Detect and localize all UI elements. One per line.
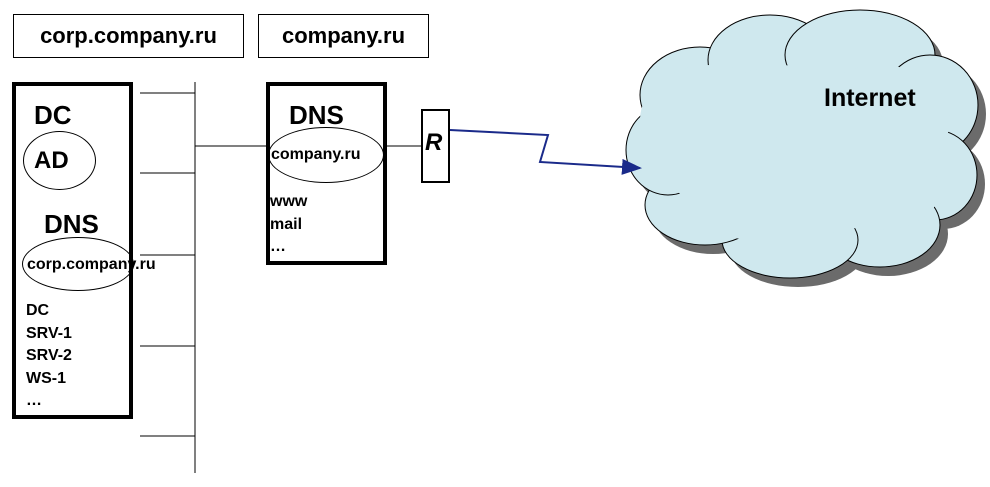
external-domain-label: company.ru	[258, 14, 429, 58]
wan-link	[449, 129, 642, 175]
internet-cloud-core	[640, 65, 950, 240]
router-box	[421, 109, 450, 183]
dc-record: …	[26, 392, 42, 409]
dc-server-title: DC	[34, 100, 72, 130]
dc-record: WS-1	[26, 369, 66, 387]
dns-record: mail	[270, 215, 303, 233]
internal-domain-text: corp.company.ru	[40, 23, 217, 48]
internal-domain-label: corp.company.ru	[13, 14, 244, 58]
dc-records-list: DC SRV-1 SRV-2 WS-1 …	[26, 300, 72, 413]
dc-dns-title: DNS	[44, 209, 99, 239]
ad-ellipse	[23, 131, 96, 190]
corp-zone-label: corp.company.ru	[27, 256, 156, 273]
company-zone-label: company.ru	[271, 146, 361, 163]
dc-record: SRV-1	[26, 324, 72, 342]
internet-label: Internet	[824, 84, 916, 112]
dns-record: www	[270, 193, 308, 210]
router-label: R	[425, 129, 443, 156]
external-domain-text: company.ru	[281, 23, 406, 48]
dns-server-title: DNS	[289, 100, 344, 130]
dc-record: DC	[26, 302, 50, 319]
corp-zone-ellipse	[22, 237, 134, 291]
dns-records-list: www mail …	[270, 191, 307, 259]
ad-label: AD	[34, 147, 69, 174]
dc-record: SRV-2	[26, 347, 72, 364]
company-zone-ellipse	[268, 127, 384, 183]
dns-record: …	[270, 238, 286, 255]
